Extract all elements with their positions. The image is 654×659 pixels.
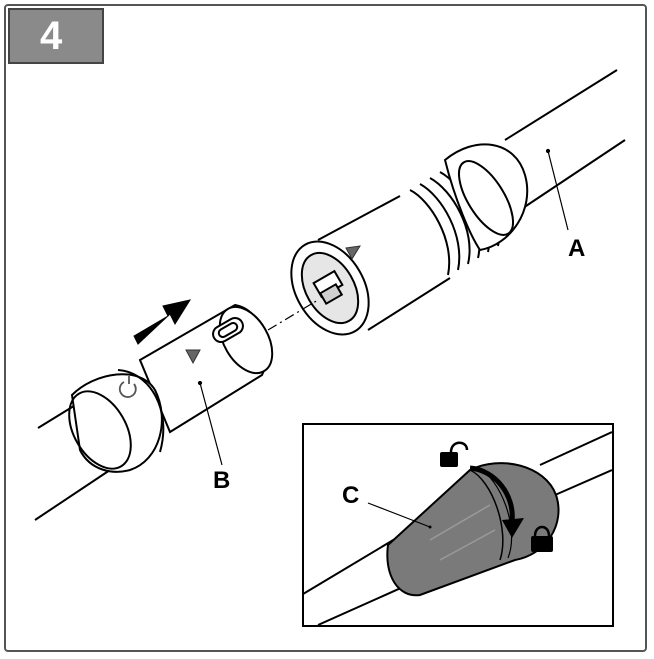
alignment-line	[267, 299, 319, 331]
callout-label-b: B	[213, 467, 230, 494]
arrow-right-icon	[133, 299, 192, 345]
power-icon	[118, 376, 137, 398]
callout-label-c: C	[342, 482, 359, 509]
coupling-tube	[290, 143, 529, 336]
lower-shaft-b	[34, 303, 274, 521]
step-number-badge: 4	[8, 8, 104, 64]
diagram-frame	[4, 4, 647, 652]
callout-label-a: A	[568, 235, 585, 262]
triangle-marker-icon	[345, 245, 361, 260]
upper-shaft-a	[504, 69, 626, 211]
leader-line-c	[367, 502, 431, 528]
unlock-icon	[440, 441, 469, 467]
inset-lock-detail: C	[302, 423, 614, 627]
leader-lines	[197, 148, 569, 466]
triangle-marker-icon	[185, 349, 201, 365]
lock-icon	[531, 525, 553, 552]
